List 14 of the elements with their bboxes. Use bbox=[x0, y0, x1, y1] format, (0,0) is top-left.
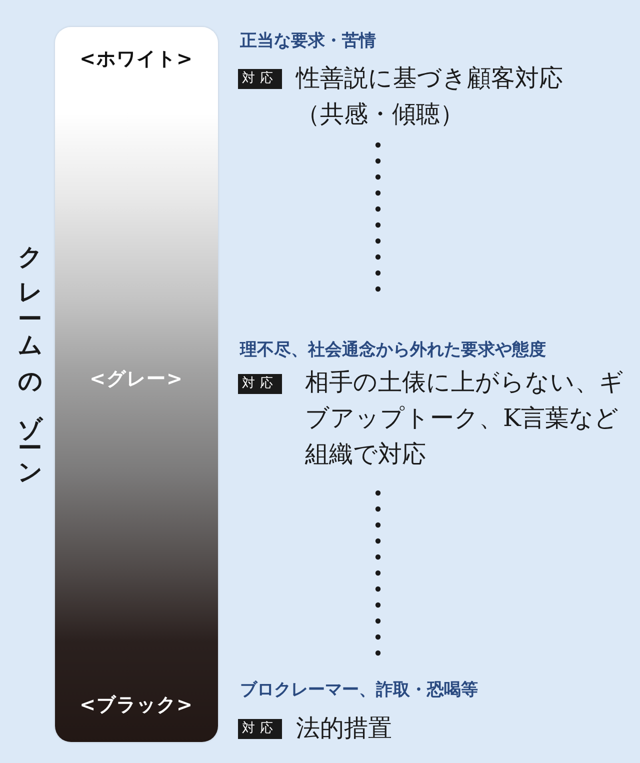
vertical-axis-title: クレームのゾーン bbox=[15, 228, 45, 486]
gradient-bar bbox=[55, 27, 218, 742]
zone-heading: ブロクレーマー、詐取・恐喝等 bbox=[240, 679, 478, 701]
response-text: 相手の土俵に上がらない、ギブアップトーク、K言葉など組織で対応 bbox=[305, 367, 625, 470]
label-badge: 対応 bbox=[238, 719, 282, 739]
label-badge: 対応 bbox=[238, 374, 282, 394]
zone-heading: 理不尽、社会通念から外れた要求や態度 bbox=[240, 339, 546, 361]
zone-heading: 正当な要求・苦情 bbox=[240, 30, 376, 52]
response-text: 法的措置 bbox=[296, 713, 393, 744]
zone-label: <ブラック> bbox=[80, 693, 194, 717]
label-badge: 対応 bbox=[238, 69, 282, 89]
zone-label: <グレー> bbox=[90, 367, 184, 391]
zone-label: <ホワイト> bbox=[80, 47, 194, 71]
response-text: 性善説に基づき顧客対応（共感・傾聴） bbox=[296, 63, 564, 130]
